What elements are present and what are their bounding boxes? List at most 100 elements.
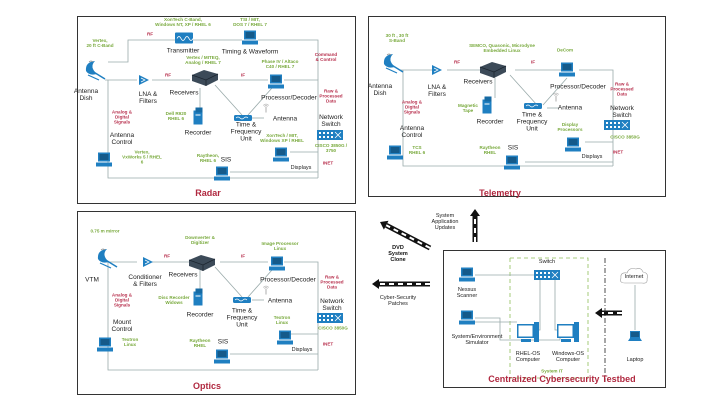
- optics-sis-label: SIS: [217, 338, 229, 346]
- rhel-computer-icon: [517, 322, 539, 344]
- nessus-scanner-label: Nessus Scanner: [456, 286, 478, 299]
- radar-tw-label: Timing & Waveform: [221, 48, 279, 56]
- optics-sis-note: Raytheon RHEL: [189, 337, 211, 348]
- windows-computer-icon: [557, 322, 579, 344]
- optics-rec-label: Recorder: [186, 311, 214, 319]
- radar-ac-label: Antenna Control: [109, 131, 135, 146]
- radar-dish-label: Antenna Dish: [73, 87, 99, 102]
- cyber-security-patches-label: Cyber-Security Patches: [379, 294, 417, 307]
- telemetry-processor-decoder-computer-icon: [559, 62, 575, 78]
- telemetry-rx-note: SEMCO, Quasonic, Microdyne Embedded Linu…: [469, 42, 535, 53]
- optics-tfu-label: Time & Frequency Unit: [226, 307, 258, 329]
- telemetry-sw-label: Network Switch: [610, 104, 634, 119]
- radar-antenna-dish-icon: [83, 59, 107, 81]
- optics-inet: INET: [322, 341, 334, 347]
- radar-tw-note: TSI / MIT, DOS 7 / RHEL 7: [233, 16, 267, 27]
- radar-sis-label: SIS: [220, 156, 232, 164]
- radar-sis-computer-icon: [214, 166, 230, 182]
- radar-pd-label: Processor/Decoder: [261, 94, 317, 102]
- radar-lna-label: LNA & Filters: [138, 90, 158, 105]
- radar-processor-decoder-computer-icon: [268, 74, 284, 90]
- radar-disp-note: XonTech / MIT, Windows XP / RHEL: [260, 132, 304, 143]
- optics-ac-note: Textron Linux: [121, 336, 139, 347]
- optics-raw: Raw & Processed Data: [320, 274, 344, 290]
- telemetry-disp-label: Displays: [581, 153, 603, 160]
- optics-pd-note: Image Processor Linux: [261, 240, 299, 251]
- telemetry-rx-label: Receivers: [463, 78, 493, 86]
- radar-pd-note: Phase IV / Altaco C40 / RHEL 7: [261, 58, 299, 69]
- radar-cc: Command & Control: [314, 51, 338, 62]
- telemetry-recorder-icon: [482, 96, 493, 114]
- radar-ac-note: Vertex, VxWorks 5 / RHEL 6: [122, 149, 162, 165]
- telemetry-lna-filter-icon: [431, 64, 443, 76]
- optics-sw-note: CISCO 3850G: [318, 325, 348, 331]
- telemetry-antenna-icon: [552, 92, 560, 102]
- telemetry-sis-label: SIS: [507, 144, 519, 152]
- telemetry-network-switch-icon: [604, 120, 630, 130]
- internet-cloud-icon: [619, 267, 649, 287]
- rhel-computer-label: RHEL-OS Computer: [515, 350, 541, 363]
- radar-displays-computer-icon: [273, 147, 289, 163]
- telemetry-sig: Analog & Digital Signals: [401, 99, 423, 115]
- optics-displays-computer-icon: [277, 330, 293, 346]
- simulator-label: System/Environment Simulator: [451, 333, 503, 346]
- system-updates-arrow: [470, 209, 480, 242]
- testbed-switch-icon: [534, 270, 560, 280]
- telemetry-displays-computer-icon: [565, 137, 581, 153]
- telemetry-rec-label: Recorder: [476, 118, 504, 126]
- optics-rec-note: Disc Recorder Widows: [158, 294, 190, 305]
- internet-label: Internet: [624, 273, 644, 280]
- optics-antenna-icon: [262, 285, 270, 295]
- optics-sw-label: Network Switch: [320, 297, 344, 312]
- dvd-system-clone-label: DVD System Clone: [388, 244, 408, 264]
- telemetry-inet: INET: [612, 149, 624, 155]
- optics-sis-computer-icon: [214, 349, 230, 365]
- telemetry-tfu-label: Time & Frequency Unit: [516, 111, 548, 133]
- radar-time-frequency-unit-icon: [234, 114, 252, 122]
- system-it-label: System IT: [541, 368, 563, 374]
- telemetry-sw-note: CISCO 3850G: [610, 134, 640, 140]
- optics-disp-note: Textron Linux: [273, 314, 291, 325]
- optics-vtm-mirror-icon: [95, 247, 119, 269]
- optics-title: Optics: [192, 381, 222, 392]
- optics-ac-label: Mount Control: [111, 318, 133, 333]
- system-application-updates-label: System Application Updates: [431, 212, 459, 232]
- radar-inet: INET: [322, 160, 334, 166]
- optics-sig: Analog & Digital Signals: [111, 292, 133, 308]
- optics-receiver-icon: [187, 254, 217, 272]
- optics-mount-control-computer-icon: [97, 337, 113, 353]
- optics-processor-decoder-computer-icon: [269, 256, 285, 272]
- radar-rx-label: Receivers: [169, 89, 199, 97]
- radar-rec-label: Recorder: [184, 129, 212, 137]
- testbed-switch-label: Switch: [538, 258, 556, 265]
- radar-timing-waveform-computer-icon: [242, 30, 258, 46]
- radar-sw-label: Network Switch: [319, 113, 343, 128]
- telemetry-sis-computer-icon: [504, 155, 520, 171]
- nessus-scanner-icon: [459, 267, 475, 283]
- telemetry-ac-label: Antenna Control: [399, 124, 425, 139]
- optics-recorder-icon: [193, 288, 204, 306]
- optics-if: IF: [240, 253, 246, 259]
- optics-conditioner-filter-icon: [142, 256, 154, 268]
- telemetry-dish-note: 30 ft , 30 ft S-Band: [385, 32, 409, 43]
- radar-tfu-label: Time & Frequency Unit: [230, 121, 262, 143]
- telemetry-ac-note: TCS RHEL 6: [408, 144, 426, 155]
- dvd-system-clone-arrow: [380, 220, 432, 251]
- radar-if: IF: [240, 72, 246, 78]
- telemetry-sis-note: Raytheon RHEL: [479, 144, 501, 155]
- radar-recorder-icon: [193, 107, 204, 125]
- radar-antenna-control-computer-icon: [96, 152, 112, 168]
- radar-sw-note: CISCO 3850G / 3750: [314, 142, 348, 153]
- optics-lna-label: Conditioner & Filters: [128, 273, 162, 288]
- radar-rec-note: Dell R920 RHEL 6: [165, 110, 187, 121]
- radar-sis-note: Raytheon, RHEL 6: [196, 152, 220, 163]
- radar-lna-filter-icon: [138, 74, 150, 86]
- telemetry-time-frequency-unit-icon: [524, 102, 542, 110]
- optics-rx-label: Receivers: [168, 271, 198, 279]
- telemetry-lna-label: LNA & Filters: [427, 83, 447, 98]
- radar-rf1: RF: [146, 31, 154, 37]
- telemetry-pd-label: Processor/Decoder: [550, 83, 606, 91]
- radar-raw: Raw & Processed Data: [319, 88, 343, 104]
- telemetry-receiver-icon: [478, 61, 508, 79]
